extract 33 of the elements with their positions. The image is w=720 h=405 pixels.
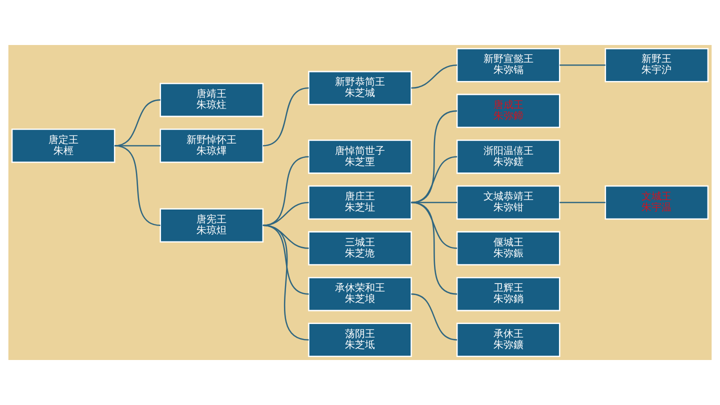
node-box: 文城恭靖王 朱弥钳 [456,185,560,220]
node-box: 卫辉王 朱弥鋿 [456,276,560,312]
node-box: 唐成王 朱弥鍗 [456,94,560,128]
node-box: 荡阴王 朱芝坻 [308,322,412,357]
connector [411,293,458,340]
connector [411,110,458,204]
connector [262,202,309,226]
connector [262,156,309,226]
connector [411,64,458,89]
connector [560,64,606,66]
node-box: 唐靖王 朱琼炷 [160,82,264,118]
node-box: 唐悼简世子 朱芝垔 [308,140,412,174]
node-box: 新野宣懿王 朱弥镉 [456,48,560,82]
node-box: 文城王 朱宇温 [604,185,709,220]
node-box: 新野王 朱宇沪 [604,48,709,82]
node-box: 唐宪王 朱琼炟 [160,208,264,243]
connector [560,202,606,204]
connector [114,99,160,146]
connector [411,202,458,295]
connector [114,145,160,146]
connector [262,224,309,340]
connector [114,145,160,226]
node-box: 承休王 朱弥鑛 [456,322,560,357]
connector [262,87,309,146]
node-box: 浙阳温僖王 朱弥鎈 [456,140,560,174]
node-box: 偃城王 朱弥鋠 [456,231,560,266]
node-box: 新野悼怀王 朱琼熚 [160,128,264,163]
node-box: 三城王 朱芝垝 [308,231,412,266]
node-box: 新野恭简王 朱芝城 [308,70,412,106]
node-box: 承休荣和王 朱芝埌 [308,276,412,312]
connector [411,156,458,204]
node-box: 唐庄王 朱芝址 [308,185,412,220]
node-box: 唐定王 朱桱 [11,128,116,163]
